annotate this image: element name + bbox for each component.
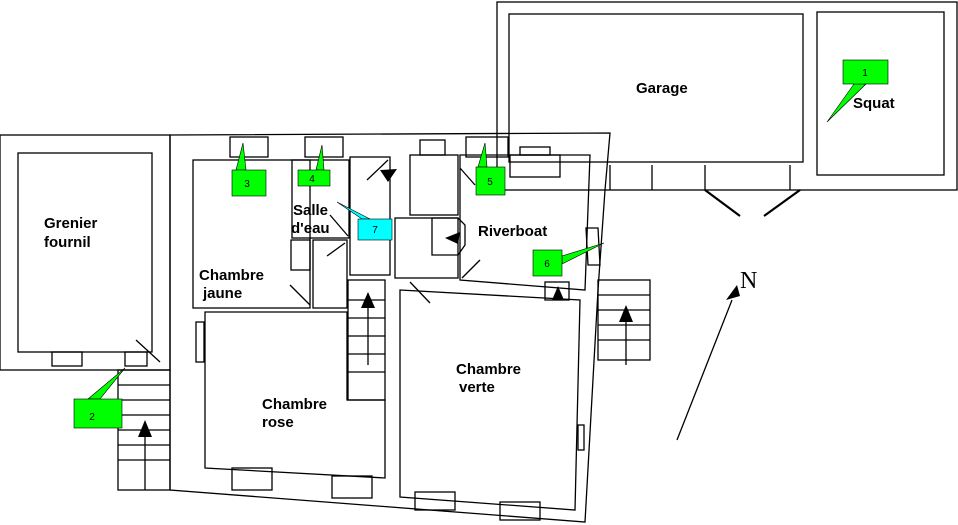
door-arrow-icon [380,169,397,182]
stair-arrow-icon [445,232,460,244]
room-label-chambre-jaune: Chambre [199,267,264,284]
marker-2[interactable]: 2 [73,367,126,429]
north-label: N [740,268,757,294]
room-label-fournil: fournil [44,234,91,251]
svg-text:6: 6 [544,259,550,270]
door-arrow-icon [552,286,564,300]
main-building [169,132,611,523]
marker-5[interactable]: 5 [475,142,506,196]
svg-text:3: 3 [244,179,250,190]
garage-annex [496,1,958,217]
north-arrow: N [676,268,757,441]
north-arrow-icon [726,285,740,300]
marker-7[interactable]: 7 [336,201,393,241]
marker-3[interactable]: 3 [231,142,267,197]
svg-text:5: 5 [487,177,493,188]
room-label-chambre-verte: Chambre [456,361,521,378]
svg-text:1: 1 [862,68,868,79]
room-label-garage: Garage [636,80,688,97]
svg-text:2: 2 [89,412,95,423]
room-label-salle: Salle [293,202,328,219]
svg-text:4: 4 [309,174,315,185]
stairs-left [117,369,171,491]
svg-text:7: 7 [372,225,378,236]
room-label-squat: Squat [853,95,895,112]
room-label-chambre-rose: Chambre [262,396,327,413]
room-label-grenier: Grenier [44,215,98,232]
room-label-jaune: jaune [202,285,242,302]
marker-4[interactable]: 4 [297,144,331,187]
room-label-verte: verte [459,379,495,396]
room-label-riverboat: Riverboat [478,223,547,240]
stair-arrow-icon [138,420,152,437]
marker-1[interactable]: 1 [826,59,889,123]
stairs-right [597,279,651,365]
marker-6[interactable]: 6 [532,242,605,277]
stair-arrow-icon [619,305,633,322]
grenier-annex [0,134,171,371]
room-label-deau: d'eau [291,220,330,237]
stair-arrow-icon [361,292,375,308]
room-label-rose: rose [262,414,294,431]
